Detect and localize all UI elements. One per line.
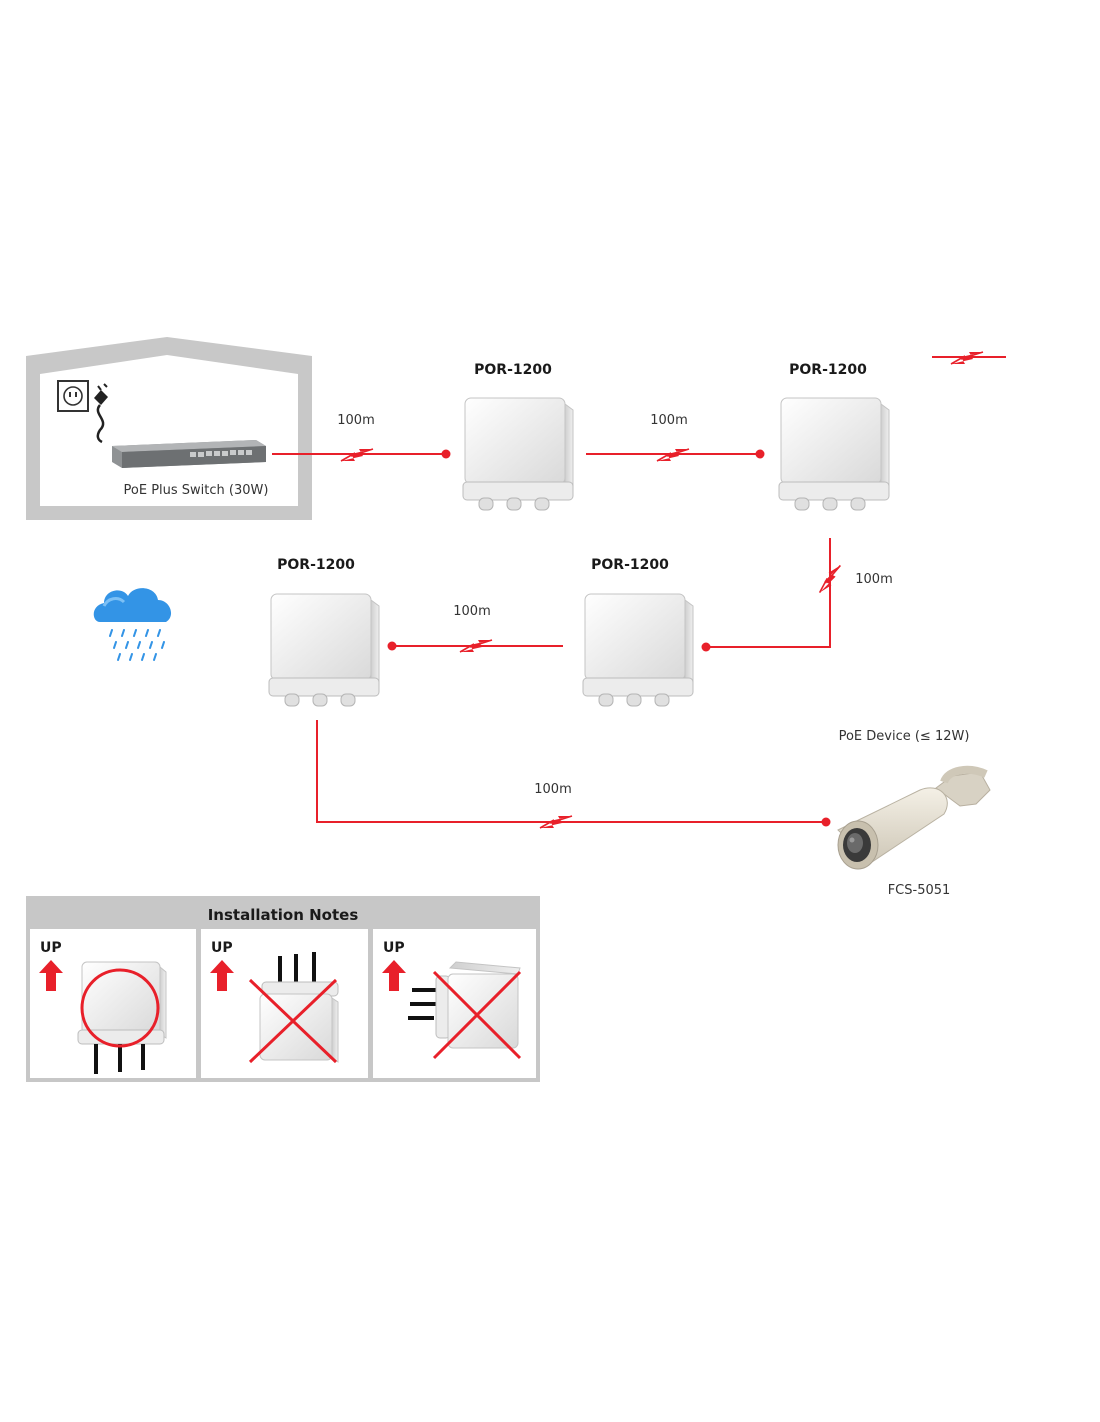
distance-label-2: 100m	[650, 413, 687, 428]
distance-label-4: 100m	[453, 604, 490, 619]
device-model: FCS-5051	[888, 883, 951, 898]
network-links	[272, 356, 1006, 823]
repeater-label-1: POR-1200	[474, 362, 552, 378]
distance-label-3: 100m	[855, 572, 892, 587]
rain-cloud-icon	[93, 588, 172, 661]
repeater-label-2: POR-1200	[789, 362, 867, 378]
bullet-camera-icon	[837, 765, 991, 870]
repeater-box-3	[268, 593, 380, 707]
link-endpoints	[387, 449, 831, 827]
repeater-upside-down-mount	[259, 952, 339, 1063]
power-outlet-icon	[57, 380, 89, 412]
power-plug-icon	[94, 383, 108, 444]
repeater-label-3: POR-1200	[277, 557, 355, 573]
up-arrow-icon	[39, 960, 63, 991]
installation-notes-title: Installation Notes	[208, 906, 359, 924]
repeater-box-2	[778, 397, 890, 511]
repeater-label-4: POR-1200	[591, 557, 669, 573]
distance-label-5: 100m	[534, 782, 571, 797]
incorrect-cross-icon	[248, 978, 338, 1064]
up-label-1: UP	[40, 940, 62, 956]
poe-switch	[112, 440, 266, 468]
switch-label: PoE Plus Switch (30W)	[124, 483, 269, 498]
distance-label-1: 100m	[337, 413, 374, 428]
up-arrow-icon	[382, 960, 406, 991]
correct-circle-icon	[80, 968, 160, 1048]
up-label-2: UP	[211, 940, 233, 956]
device-caption: PoE Device (≤ 12W)	[839, 729, 970, 744]
repeater-box-1	[462, 397, 574, 511]
repeater-correct-mount	[77, 961, 167, 1074]
incorrect-cross-icon	[432, 970, 522, 1060]
building-outline	[26, 337, 312, 520]
up-label-3: UP	[383, 940, 405, 956]
up-arrow-icon	[210, 960, 234, 991]
repeater-box-4	[582, 593, 694, 707]
